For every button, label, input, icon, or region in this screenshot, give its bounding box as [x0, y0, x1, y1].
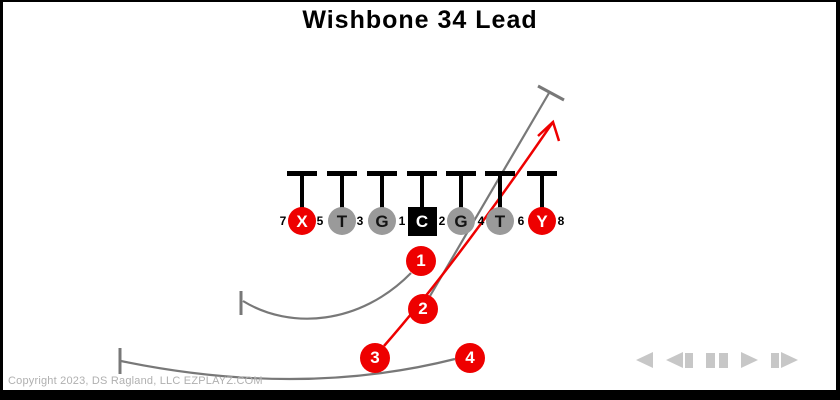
fullback-lead-block: [429, 92, 550, 297]
lineman-t: T: [486, 207, 514, 235]
defender-mark-bar: [407, 171, 437, 176]
hole-number-3: 3: [356, 214, 364, 228]
hole-number-5: 5: [316, 214, 324, 228]
play-button[interactable]: [741, 352, 758, 368]
step-forward-icon-shape: [781, 352, 798, 368]
defender-mark-bar: [527, 171, 557, 176]
defender-mark-stem: [340, 175, 344, 208]
hole-number-7: 7: [279, 214, 287, 228]
back-2: 2: [408, 294, 438, 324]
pause-button[interactable]: [706, 352, 728, 368]
copyright-text: Copyright 2023, DS Ragland, LLC EZPLAYZ.…: [8, 375, 263, 387]
lineman-g: G: [447, 207, 475, 235]
back-4: 4: [455, 343, 485, 373]
defender-mark-bar: [287, 171, 317, 176]
defender-mark-stem: [380, 175, 384, 208]
step-forward-button[interactable]: [771, 352, 798, 368]
step-back-icon-shape: [685, 352, 693, 368]
frame-border-left: [0, 0, 3, 400]
defender-mark-stem: [420, 175, 424, 208]
hole-number-6: 6: [517, 214, 525, 228]
frame-border-top: [0, 0, 840, 2]
ballcarrier-run: [383, 121, 555, 347]
back-3: 3: [360, 343, 390, 373]
playback-controls: [636, 352, 798, 368]
step-forward-icon-shape: [771, 352, 779, 368]
defender-mark-stem: [459, 175, 463, 208]
hole-number-1: 1: [398, 214, 406, 228]
pause-icon-shape: [706, 352, 715, 368]
hole-number-2: 2: [438, 214, 446, 228]
defender-mark-bar: [327, 171, 357, 176]
fullback-lead-block-block-tick: [537, 84, 565, 102]
defender-mark-stem: [300, 175, 304, 208]
lineman-c: C: [407, 206, 437, 236]
frame-border-bottom: [0, 390, 840, 400]
defender-mark-stem: [540, 175, 544, 208]
lineman-x: X: [288, 207, 316, 235]
halfback-motion-path: [120, 357, 456, 381]
lineman-g: G: [368, 207, 396, 235]
play-icon: [741, 352, 758, 368]
defender-mark-stem: [498, 175, 502, 208]
lineman-t: T: [328, 207, 356, 235]
step-back-button[interactable]: [666, 352, 693, 368]
lineman-y: Y: [528, 207, 556, 235]
defender-mark-bar: [485, 171, 515, 176]
hole-number-4: 4: [477, 214, 485, 228]
step-forward-icon: [771, 352, 798, 368]
ballcarrier-run-arrowhead-icon: [537, 119, 561, 142]
step-back-icon: [666, 352, 693, 368]
frame-border-right: [836, 0, 840, 400]
defender-mark-bar: [367, 171, 397, 176]
pause-icon-shape: [719, 352, 728, 368]
skip-back-icon-shape: [636, 352, 653, 368]
play-icon-shape: [741, 352, 758, 368]
back-1: 1: [406, 246, 436, 276]
qb-fake-path: [242, 272, 412, 320]
skip-back-button[interactable]: [636, 352, 653, 368]
skip-back-icon: [636, 352, 653, 368]
defender-mark-bar: [446, 171, 476, 176]
step-back-icon-shape: [666, 352, 683, 368]
hole-number-8: 8: [557, 214, 565, 228]
pause-icon: [706, 352, 728, 368]
play-title: Wishbone 34 Lead: [302, 6, 538, 34]
